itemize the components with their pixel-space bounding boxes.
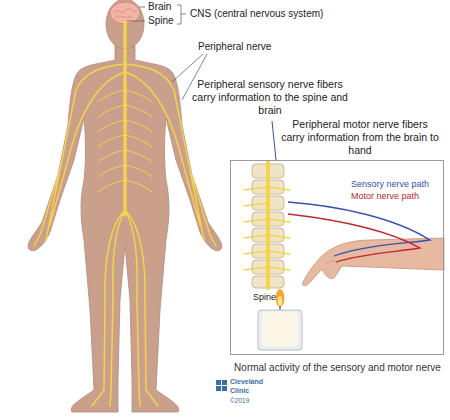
nerve-network	[34, 22, 216, 406]
sensory-nerve-path	[288, 202, 430, 256]
inset-panel: Spine Sensory nerve pathMotor nerve path	[230, 160, 444, 355]
path-label: Motor nerve path	[351, 191, 419, 202]
note-text: Peripheral motor nerve fibers carry info…	[280, 118, 440, 156]
leader-lines	[127, 5, 207, 100]
copyright-text: ©2019	[230, 397, 249, 405]
arm-hand	[303, 238, 444, 286]
motor-nerve-path	[288, 214, 420, 262]
part-label: Peripheral nerve	[198, 41, 271, 53]
part-label: Spine	[148, 15, 174, 27]
part-label: Spine	[253, 292, 276, 303]
part-label: Brain	[148, 1, 171, 13]
brain-folds	[114, 9, 137, 18]
sensory-leader	[272, 121, 276, 160]
caption-text: Normal activity of the sensory and motor…	[230, 362, 445, 374]
group-label: CNS (central nervous system)	[190, 8, 323, 20]
path-label: Sensory nerve path	[351, 179, 429, 190]
logo-text: Cleveland Clinic	[230, 378, 274, 395]
inset-illustration	[230, 160, 444, 355]
note-text: Peripheral sensory nerve fibers carry in…	[190, 78, 350, 116]
clinic-logo-mark	[216, 380, 227, 391]
